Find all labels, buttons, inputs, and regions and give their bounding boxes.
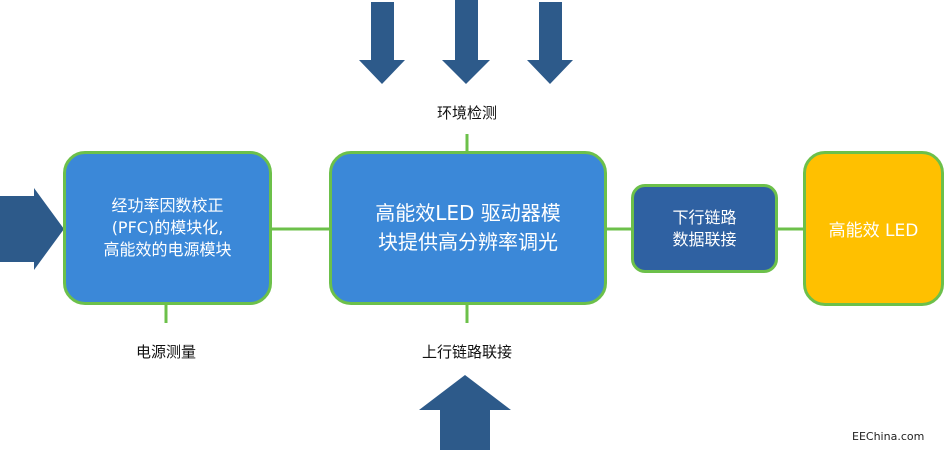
uplink-connection-label: 上行链路联接 [421,343,512,361]
downlink-data-block: 下行链路 数据联接 [631,184,778,273]
input-arrow-right-icon [0,188,64,270]
led-driver-module-block: 高能效LED 驱动器模 块提供高分辨率调光 [329,151,607,305]
source-credit: EEChina.com [852,430,925,443]
high-efficiency-led-label: 高能效 LED [828,221,919,241]
env-arrow-down-3-icon [527,2,573,84]
env-arrow-down-2-icon [442,0,490,84]
downlink-data-label: 下行链路 数据联接 [672,207,737,249]
pfc-power-module-label: 经功率因数校正 (PFC)的模块化, 高能效的电源模块 [103,196,232,259]
pfc-power-module-block: 经功率因数校正 (PFC)的模块化, 高能效的电源模块 [63,151,272,305]
high-efficiency-led-block: 高能效 LED [803,151,944,306]
environment-sensing-label: 环境检测 [436,104,497,122]
uplink-arrow-up-icon [419,375,511,450]
led-driver-module-label: 高能效LED 驱动器模 块提供高分辨率调光 [375,201,561,254]
power-measurement-label: 电源测量 [135,343,196,361]
env-arrow-down-1-icon [359,2,405,84]
